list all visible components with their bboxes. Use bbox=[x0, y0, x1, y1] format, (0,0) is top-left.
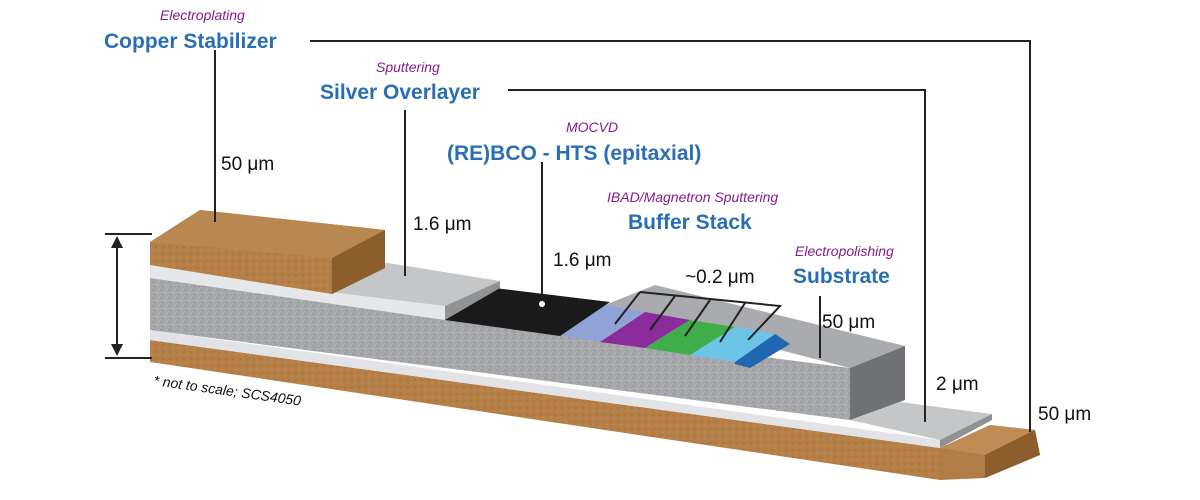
copper-top-thickness: 50 μm bbox=[221, 154, 274, 175]
hts-layer bbox=[445, 288, 610, 336]
buffer-process-label: IBAD/Magnetron Sputtering bbox=[607, 189, 778, 205]
buffer-stack-label: Buffer Stack bbox=[628, 211, 752, 234]
substrate-layer bbox=[150, 278, 905, 420]
silver-bottom-thickness: 2 μm bbox=[936, 374, 979, 395]
bottom-silver-layer bbox=[150, 330, 992, 448]
substrate-process-label: Electropolishing bbox=[795, 243, 894, 259]
hts-process-label: MOCVD bbox=[566, 119, 618, 135]
copper-bottom-thickness: 50 μm bbox=[1038, 404, 1091, 425]
hts-thickness: 1.6 μm bbox=[553, 250, 611, 271]
bottom-copper-layer bbox=[150, 340, 1040, 480]
hts-label: (RE)BCO - HTS (epitaxial) bbox=[447, 142, 701, 165]
top-copper-layer bbox=[150, 210, 385, 294]
height-bracket bbox=[105, 233, 152, 359]
leader-lines bbox=[214, 40, 1031, 432]
silver-top-thickness: 1.6 μm bbox=[413, 214, 471, 235]
substrate-thickness: 50 μm bbox=[822, 312, 875, 333]
silver-process-label: Sputtering bbox=[376, 59, 440, 75]
copper-process-label: Electroplating bbox=[160, 7, 245, 23]
buffer-thickness: ~0.2 μm bbox=[685, 267, 755, 288]
substrate-label: Substrate bbox=[793, 265, 890, 288]
silver-overlayer-label: Silver Overlayer bbox=[320, 81, 480, 104]
copper-stabilizer-label: Copper Stabilizer bbox=[104, 30, 277, 53]
